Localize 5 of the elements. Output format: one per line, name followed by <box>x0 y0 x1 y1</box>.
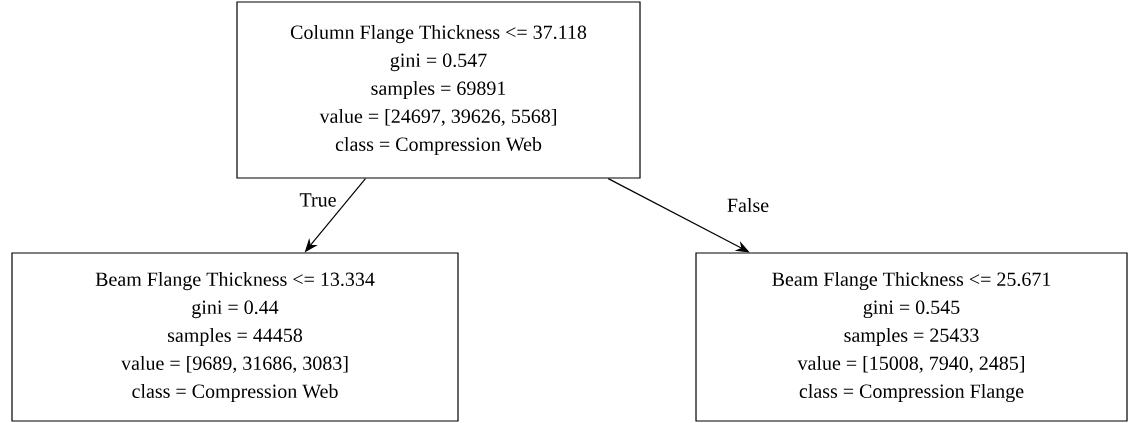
tree-node-box: Column Flange Thickness <= 37.118 gini = 0.547 samples = 69891 value = [24697, 39626, 5568] class = Compression Web <box>236 1 641 179</box>
edge-label: False <box>725 196 771 214</box>
tree-node-box: Beam Flange Thickness <= 25.671 gini = 0.545 samples = 25433 value = [15008, 7940, 2485] class = Compression Flange <box>695 252 1128 422</box>
tree-node-box: Beam Flange Thickness <= 13.334 gini = 0.44 samples = 44458 value = [9689, 31686, 3083] class = Compression Web <box>11 252 459 422</box>
edge-label: True <box>298 192 338 208</box>
